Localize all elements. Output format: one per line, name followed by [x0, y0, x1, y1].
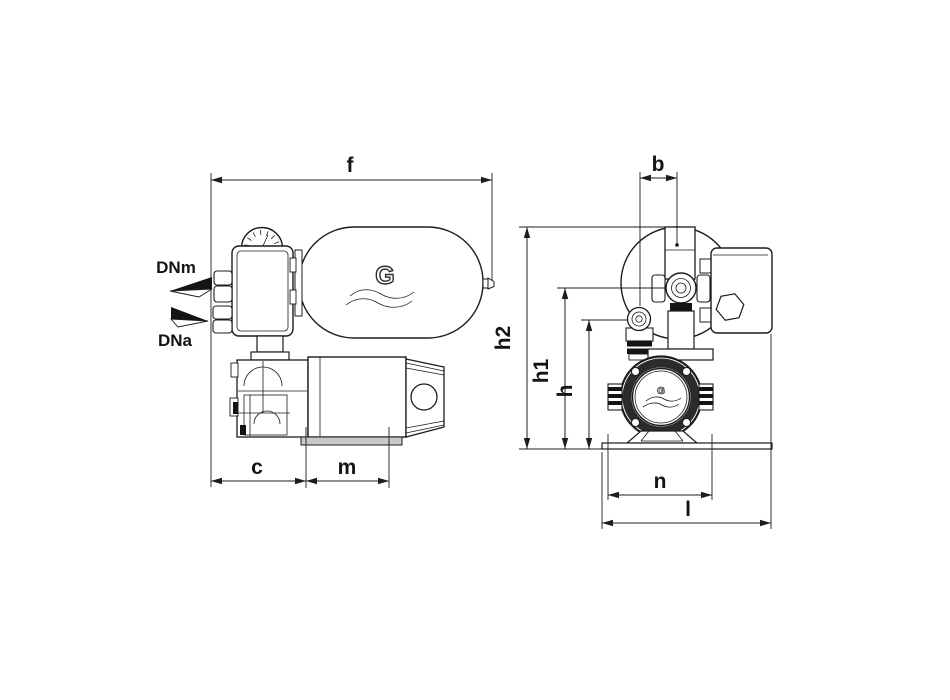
dimension-l-label: l	[685, 498, 691, 521]
riser-pipe	[664, 226, 696, 280]
tank-bracket-tab	[289, 257, 297, 273]
dnm-flow-arrow-icon	[169, 277, 213, 298]
dimension-c: c	[211, 427, 307, 488]
dimension-n: n	[607, 434, 713, 500]
front-view: G	[492, 153, 773, 529]
pump-neck	[250, 335, 290, 361]
pressure-gauge-icon	[240, 226, 284, 249]
flange-bolt	[631, 418, 640, 427]
pump-lug-left	[607, 383, 623, 411]
tank-air-valve	[482, 278, 489, 289]
dimension-b-label: b	[652, 153, 665, 176]
dimension-l: l	[601, 334, 772, 529]
flange-bolt	[682, 367, 691, 376]
dimension-f: f	[210, 154, 493, 487]
dimension-h1-label: h1	[530, 358, 553, 383]
dimension-b: b	[639, 153, 679, 306]
dnm-label: DNm	[156, 258, 196, 277]
pressure-switch-box-side	[231, 245, 294, 337]
dimension-h1: h1	[530, 287, 665, 449]
dna-label: DNa	[158, 331, 193, 350]
pump-lug-right	[698, 383, 714, 411]
dimension-h2: h2	[492, 226, 665, 449]
dimension-h2-label: h2	[492, 326, 515, 351]
dna-flow-arrow-icon	[169, 307, 209, 328]
expansion-tank-side: G	[294, 226, 495, 339]
dimension-f-label: f	[347, 154, 355, 177]
flange-bolt	[631, 367, 640, 376]
gasket	[670, 303, 692, 311]
delivery-port-side	[213, 270, 233, 303]
tank-logo-wave2-icon	[345, 298, 413, 308]
pump-head-side	[229, 359, 309, 438]
dimension-n-label: n	[654, 470, 667, 493]
base-plate-side	[300, 436, 403, 446]
delivery-union	[651, 272, 711, 350]
dimension-h: h	[554, 319, 627, 449]
cable-gland-hex	[715, 293, 745, 321]
side-view: G	[156, 154, 495, 488]
pump-front: G	[607, 348, 714, 439]
dimension-m-label: m	[338, 456, 357, 479]
suction-port-side	[212, 305, 233, 334]
pump-logo-wave-icon	[645, 396, 682, 402]
tank-logo-letter: G	[375, 262, 394, 290]
auxiliary-port	[625, 306, 654, 361]
dimension-h-label: h	[554, 385, 577, 398]
dimension-m: m	[306, 427, 390, 488]
dimension-c-label: c	[251, 456, 263, 479]
pressure-switch-box-front	[699, 247, 773, 334]
flange-bolt	[682, 418, 691, 427]
base-plate-front	[601, 442, 773, 450]
motor-body-side	[307, 356, 445, 438]
mounting-foot	[625, 430, 699, 444]
motor-end-port	[410, 383, 438, 411]
tank-bracket-tab	[289, 289, 297, 305]
pump-logo-letter: G	[657, 386, 665, 397]
tank-logo-wave-icon	[349, 289, 415, 299]
